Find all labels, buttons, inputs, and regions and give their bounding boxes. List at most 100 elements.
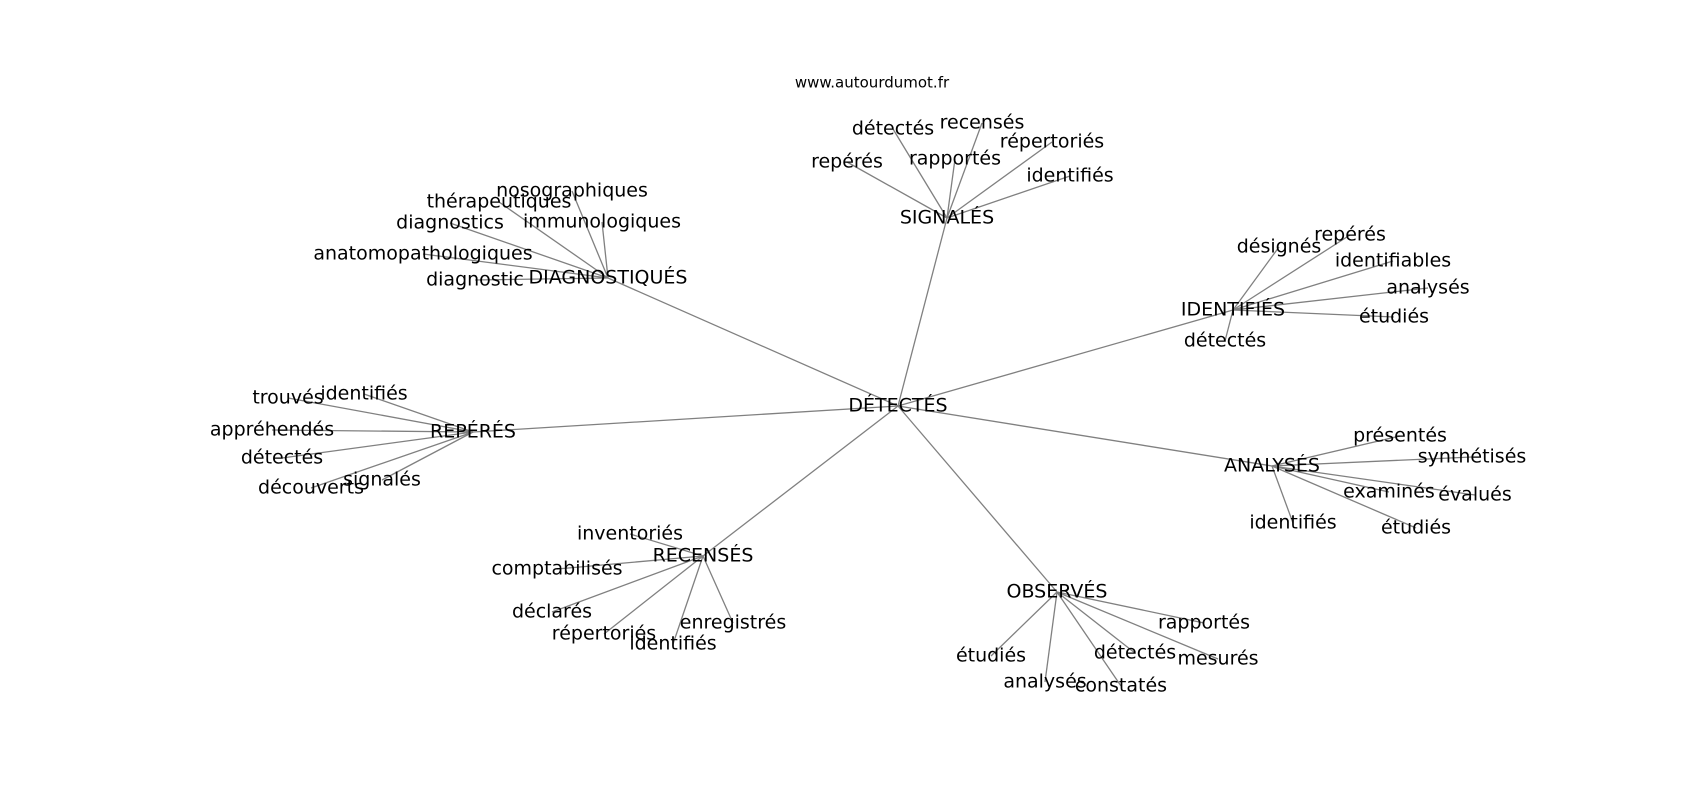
edge-6-5 bbox=[1056, 591, 1122, 687]
leaf-node[interactable]: répertoriés bbox=[552, 623, 656, 645]
hub-node-2[interactable]: IDENTIFIÉS bbox=[1181, 298, 1285, 321]
leaf-node[interactable]: découverts bbox=[258, 477, 364, 499]
edge-1-3 bbox=[601, 221, 609, 279]
edge-2-3 bbox=[1232, 287, 1429, 311]
edge-5-2 bbox=[551, 555, 704, 613]
edge-center-0 bbox=[897, 217, 948, 407]
leaf-node[interactable]: mesurés bbox=[1177, 648, 1258, 670]
leaf-node[interactable]: recensés bbox=[940, 112, 1025, 134]
edge-center-5 bbox=[702, 405, 899, 557]
leaf-node[interactable]: synthétisés bbox=[1418, 446, 1527, 468]
edge-3-5 bbox=[310, 431, 474, 489]
leaf-node[interactable]: appréhendés bbox=[210, 419, 334, 441]
leaf-node[interactable]: inventoriés bbox=[577, 523, 683, 545]
leaf-node[interactable]: analysés bbox=[1386, 277, 1469, 299]
leaf-node[interactable]: identifiés bbox=[1249, 512, 1336, 534]
leaf-node[interactable]: rapportés bbox=[909, 148, 1001, 170]
edge-2-5 bbox=[1224, 309, 1234, 342]
edge-5-0 bbox=[629, 533, 704, 557]
edge-center-6 bbox=[897, 405, 1058, 593]
edge-1-0 bbox=[571, 190, 609, 279]
leaf-node[interactable]: nosographiques bbox=[496, 180, 648, 202]
leaf-node[interactable]: étudiés bbox=[956, 645, 1026, 667]
edge-1-5 bbox=[474, 277, 609, 281]
edge-3-2 bbox=[271, 429, 474, 433]
leaf-node[interactable]: détectés bbox=[1184, 330, 1266, 352]
leaf-node[interactable]: trouvés bbox=[252, 387, 323, 409]
edge-5-4 bbox=[603, 555, 704, 635]
edge-4-0 bbox=[1271, 435, 1401, 467]
edge-2-1 bbox=[1232, 234, 1351, 311]
leaf-node[interactable]: étudiés bbox=[1359, 306, 1429, 328]
edge-6-0 bbox=[1056, 591, 1205, 624]
edge-0-4 bbox=[946, 158, 956, 219]
leaf-node[interactable]: détectés bbox=[1094, 642, 1176, 664]
hub-node-3[interactable]: REPÉRÉS bbox=[430, 420, 516, 443]
leaf-node[interactable]: déclarés bbox=[512, 601, 592, 623]
edge-6-3 bbox=[1056, 591, 1219, 660]
source-label: www.autourdumot.fr bbox=[795, 74, 950, 92]
leaf-node[interactable]: détectés bbox=[852, 118, 934, 140]
edge-5-1 bbox=[556, 555, 704, 570]
labels: www.autourdumot.fr DÉTECTÉS SIGNALÉS détec… bbox=[210, 74, 1526, 697]
hub-node-0[interactable]: SIGNALÉS bbox=[900, 206, 994, 229]
edge-2-0 bbox=[1232, 246, 1280, 311]
edge-0-0 bbox=[892, 128, 948, 219]
leaf-node[interactable]: identifiés bbox=[320, 383, 407, 405]
leaf-node[interactable]: rapportés bbox=[1158, 612, 1250, 634]
edge-6-1 bbox=[990, 591, 1058, 657]
edge-4-4 bbox=[1271, 465, 1294, 524]
leaf-node[interactable]: signalés bbox=[343, 469, 421, 491]
edge-3-0 bbox=[287, 397, 474, 433]
leaf-node[interactable]: examinés bbox=[1343, 481, 1435, 503]
hub-node-1[interactable]: DIAGNOSTIQUÉS bbox=[529, 266, 688, 289]
edge-center-4 bbox=[897, 405, 1273, 467]
edge-4-3 bbox=[1271, 465, 1476, 496]
leaf-node[interactable]: diagnostic bbox=[426, 269, 524, 291]
leaf-node[interactable]: répertoriés bbox=[1000, 131, 1104, 153]
center-node[interactable]: DÉTECTÉS bbox=[848, 394, 947, 417]
leaf-node[interactable]: identifiés bbox=[629, 633, 716, 655]
edges bbox=[271, 122, 1476, 687]
leaf-node[interactable]: thérapeutiques bbox=[427, 191, 572, 213]
leaf-node[interactable]: anatomopathologiques bbox=[313, 243, 532, 265]
leaf-node[interactable]: repérés bbox=[811, 151, 883, 173]
edge-4-1 bbox=[1271, 456, 1473, 467]
edge-6-4 bbox=[1044, 591, 1058, 683]
hub-node-5[interactable]: RECENSÉS bbox=[653, 544, 754, 567]
edge-2-2 bbox=[1232, 260, 1394, 311]
edge-6-2 bbox=[1056, 591, 1136, 654]
leaf-node[interactable]: diagnostics bbox=[396, 212, 504, 234]
leaf-node[interactable]: détectés bbox=[241, 447, 323, 469]
leaf-node[interactable]: constatés bbox=[1075, 675, 1167, 697]
edge-center-2 bbox=[897, 309, 1234, 407]
edge-5-3 bbox=[702, 555, 734, 624]
edge-center-1 bbox=[607, 277, 899, 407]
edge-1-4 bbox=[422, 253, 609, 279]
leaf-node[interactable]: étudiés bbox=[1381, 517, 1451, 539]
edge-3-4 bbox=[381, 431, 474, 481]
leaf-node[interactable]: identifiés bbox=[1026, 165, 1113, 187]
edge-0-3 bbox=[846, 161, 948, 219]
edge-0-1 bbox=[946, 122, 983, 219]
edge-5-5 bbox=[672, 555, 704, 645]
leaf-node[interactable]: désignés bbox=[1237, 236, 1322, 258]
hub-node-6[interactable]: OBSERVÉS bbox=[1007, 580, 1108, 603]
edge-0-5 bbox=[946, 175, 1071, 219]
leaf-node[interactable]: enregistrés bbox=[680, 612, 787, 634]
leaf-node[interactable]: évalués bbox=[1438, 484, 1512, 506]
edge-0-2 bbox=[946, 141, 1053, 219]
leaf-node[interactable]: analysés bbox=[1003, 671, 1086, 693]
edge-2-4 bbox=[1232, 309, 1395, 318]
edge-center-3 bbox=[472, 405, 899, 433]
edge-3-1 bbox=[363, 393, 474, 433]
leaf-node[interactable]: immunologiques bbox=[523, 211, 681, 233]
edge-4-5 bbox=[1271, 465, 1417, 529]
edge-1-2 bbox=[449, 222, 609, 279]
leaf-node[interactable]: présentés bbox=[1353, 425, 1447, 447]
edge-3-3 bbox=[281, 431, 474, 459]
leaf-node[interactable]: identifiables bbox=[1335, 250, 1451, 272]
hub-node-4[interactable]: ANALYSÉS bbox=[1224, 454, 1320, 477]
leaf-node[interactable]: repérés bbox=[1314, 224, 1386, 246]
leaf-node[interactable]: comptabilisés bbox=[491, 558, 622, 580]
